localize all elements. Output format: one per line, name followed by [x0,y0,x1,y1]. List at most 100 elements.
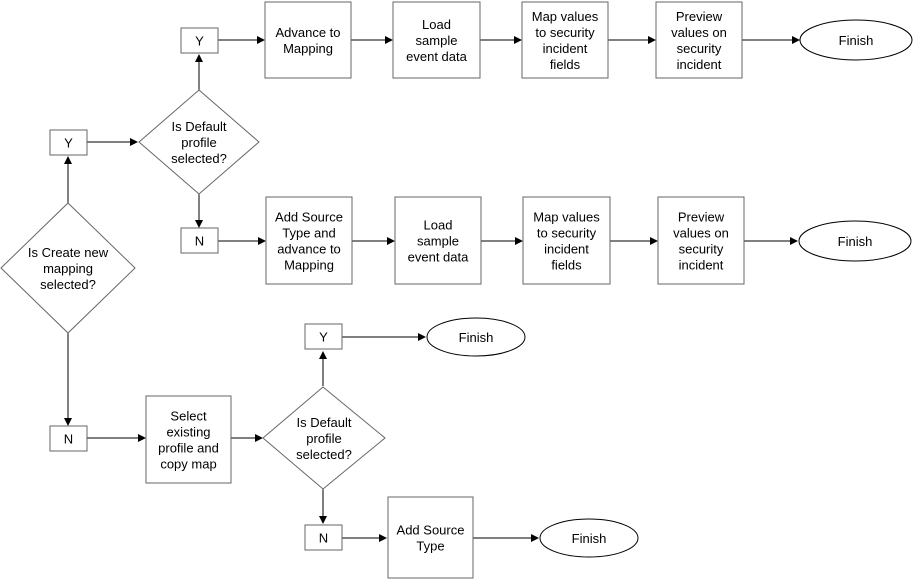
label-line: Mapping [284,257,334,272]
label-line: incident [677,57,722,72]
label-line: fields [551,257,582,272]
label-line: mapping [43,261,93,276]
label-line: Finish [839,33,874,48]
label-line: Finish [459,330,494,345]
label-line: Mapping [283,41,333,56]
label-line: Finish [838,234,873,249]
finish-label-default2: Finish [459,330,494,345]
label-line: Map values [532,9,599,24]
label-line: Advance to [275,25,340,40]
label-line: Preview [678,209,725,224]
label-line: advance to [277,241,341,256]
label-line: fields [550,57,581,72]
default2-yes-label: Y [319,329,328,344]
default2-yes-box: Y [304,323,343,350]
label-line: profile [306,431,341,446]
label-line: to security [535,25,595,40]
label-line: selected? [296,447,352,462]
label-line: sample [416,33,458,48]
label-line: Is Default [172,119,227,134]
label-line: Y [319,329,328,344]
label-line: values on [673,225,729,240]
label-line: Add Source [275,209,343,224]
create-no-box: N [49,425,88,452]
label-line: N [195,233,204,248]
label-line: profile [181,135,216,150]
label-line: event data [408,249,469,264]
label-line: Is Create new [28,245,109,260]
label-line: Load [422,17,451,32]
create-yes-label: Y [64,135,73,150]
finish-oval-bottom: Finish [539,518,639,558]
label-line: incident [543,41,588,56]
default2-no-box: N [304,524,343,551]
label-line: values on [671,25,727,40]
label-line: Y [195,33,204,48]
default1-yes-label: Y [195,33,204,48]
label-line: security [677,41,722,56]
create-no-label: N [64,431,73,446]
label-line: existing [166,424,210,439]
label-line: Select [170,408,207,423]
label-line: event data [406,49,467,64]
label-line: Load [424,217,453,232]
default1-yes-box: Y [180,27,219,54]
label-line: Finish [572,531,607,546]
label-line: security [679,241,724,256]
default1-no-label: N [195,233,204,248]
finish-oval-top: Finish [799,19,913,61]
label-line: Is Default [297,415,352,430]
finish-oval-default2: Finish [426,317,526,357]
finish-label-middle: Finish [838,234,873,249]
default2-no-label: N [319,530,328,545]
label-line: selected? [40,277,96,292]
finish-label-top: Finish [839,33,874,48]
finish-label-bottom: Finish [572,531,607,546]
default1-no-box: N [180,227,219,254]
edges [64,36,800,542]
label-line: N [64,431,73,446]
create-yes-box: Y [49,129,88,156]
label-line: Type and [282,225,336,240]
label-line: incident [544,241,589,256]
label-line: selected? [171,151,227,166]
label-line: N [319,530,328,545]
finish-oval-middle: Finish [798,220,912,262]
label-line: profile and [158,440,219,455]
label-line: to security [537,225,597,240]
label-line: Type [416,538,444,553]
label-line: Add Source [397,522,465,537]
label-line: incident [679,257,724,272]
label-line: Map values [533,209,600,224]
label-line: sample [417,233,459,248]
label-line: Y [64,135,73,150]
label-line: copy map [160,456,216,471]
